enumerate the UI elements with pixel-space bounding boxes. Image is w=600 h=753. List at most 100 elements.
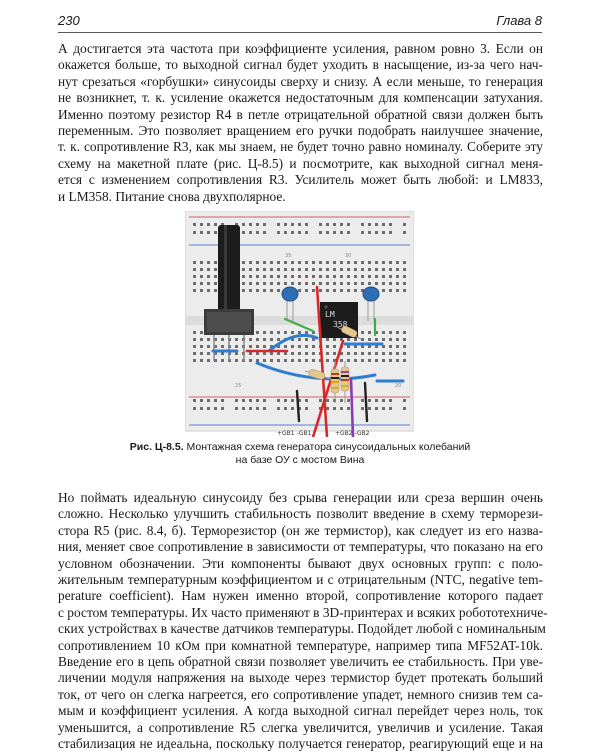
breadboard-hole bbox=[375, 359, 378, 362]
breadboard-hole bbox=[340, 282, 343, 285]
breadboard-hole bbox=[270, 282, 273, 285]
breadboard-hole bbox=[403, 331, 406, 334]
breadboard-hole bbox=[298, 338, 301, 341]
jumper-wire bbox=[349, 377, 355, 439]
breadboard-hole bbox=[270, 268, 273, 271]
breadboard-hole bbox=[249, 359, 252, 362]
breadboard-hole bbox=[375, 331, 378, 334]
breadboard-hole bbox=[249, 231, 252, 234]
breadboard-hole bbox=[340, 223, 343, 226]
breadboard-hole bbox=[277, 352, 280, 355]
breadboard-hole bbox=[256, 261, 259, 264]
breadboard-hole bbox=[242, 223, 245, 226]
breadboard-hole bbox=[249, 261, 252, 264]
breadboard-hole bbox=[298, 359, 301, 362]
breadboard-hole bbox=[284, 345, 287, 348]
breadboard-hole bbox=[193, 345, 196, 348]
breadboard-hole bbox=[354, 338, 357, 341]
breadboard-hole bbox=[193, 399, 196, 402]
breadboard-hole bbox=[200, 223, 203, 226]
breadboard-hole bbox=[284, 231, 287, 234]
breadboard-hole bbox=[249, 223, 252, 226]
breadboard-hole bbox=[375, 223, 378, 226]
breadboard-hole bbox=[207, 407, 210, 410]
breadboard-hole bbox=[263, 289, 266, 292]
breadboard-hole bbox=[277, 275, 280, 278]
breadboard-diagram: 35 30 25 20 bbox=[184, 210, 415, 439]
jumper-wire bbox=[267, 333, 319, 353]
capacitor bbox=[362, 286, 380, 321]
text-line: А достигается эта частота при коэффициен… bbox=[58, 41, 543, 56]
breadboard-hole bbox=[249, 352, 252, 355]
breadboard-hole bbox=[382, 407, 385, 410]
breadboard-hole bbox=[200, 331, 203, 334]
breadboard-hole bbox=[361, 338, 364, 341]
breadboard-hole bbox=[354, 352, 357, 355]
breadboard-hole bbox=[277, 359, 280, 362]
breadboard-hole bbox=[207, 275, 210, 278]
breadboard-hole bbox=[207, 289, 210, 292]
breadboard-hole bbox=[263, 345, 266, 348]
breadboard-hole bbox=[277, 289, 280, 292]
breadboard-hole bbox=[270, 261, 273, 264]
breadboard-hole bbox=[396, 345, 399, 348]
breadboard-hole bbox=[375, 407, 378, 410]
breadboard-hole bbox=[284, 359, 287, 362]
breadboard-hole bbox=[242, 399, 245, 402]
breadboard-hole bbox=[382, 223, 385, 226]
breadboard-hole bbox=[312, 282, 315, 285]
breadboard-hole bbox=[333, 261, 336, 264]
breadboard-hole bbox=[221, 359, 224, 362]
breadboard-hole bbox=[382, 345, 385, 348]
breadboard-hole bbox=[333, 275, 336, 278]
breadboard-hole bbox=[347, 352, 350, 355]
breadboard-hole bbox=[200, 338, 203, 341]
breadboard-hole bbox=[207, 261, 210, 264]
breadboard-hole bbox=[221, 352, 224, 355]
capacitor bbox=[281, 286, 299, 321]
breadboard-hole bbox=[305, 231, 308, 234]
breadboard-hole bbox=[326, 231, 329, 234]
breadboard-hole bbox=[389, 268, 392, 271]
breadboard-hole bbox=[207, 352, 210, 355]
breadboard-hole bbox=[389, 407, 392, 410]
breadboard-hole bbox=[382, 282, 385, 285]
breadboard-hole bbox=[193, 275, 196, 278]
breadboard-hole bbox=[389, 275, 392, 278]
breadboard-hole bbox=[200, 352, 203, 355]
breadboard-hole bbox=[298, 289, 301, 292]
breadboard-hole bbox=[291, 352, 294, 355]
breadboard-hole bbox=[361, 268, 364, 271]
breadboard-hole bbox=[200, 275, 203, 278]
breadboard-hole bbox=[207, 359, 210, 362]
breadboard-hole bbox=[382, 352, 385, 355]
breadboard-hole bbox=[326, 289, 329, 292]
text-line: Введение его в цепь обратной связи позво… bbox=[58, 654, 543, 670]
breadboard-hole bbox=[214, 282, 217, 285]
breadboard-hole bbox=[403, 352, 406, 355]
breadboard-hole bbox=[235, 338, 238, 341]
breadboard-hole bbox=[193, 231, 196, 234]
text-line: т. к. сопротивление R3, как мы знаем, не… bbox=[58, 139, 543, 155]
breadboard-hole bbox=[298, 261, 301, 264]
breadboard-hole bbox=[242, 261, 245, 264]
breadboard-hole bbox=[235, 407, 238, 410]
breadboard-hole bbox=[382, 399, 385, 402]
breadboard-hole bbox=[396, 275, 399, 278]
breadboard-hole bbox=[368, 352, 371, 355]
breadboard-hole bbox=[333, 345, 336, 348]
breadboard-hole bbox=[333, 352, 336, 355]
breadboard-hole bbox=[298, 231, 301, 234]
breadboard-hole bbox=[263, 231, 266, 234]
breadboard-hole bbox=[277, 261, 280, 264]
breadboard-hole bbox=[396, 261, 399, 264]
breadboard-hole bbox=[270, 359, 273, 362]
breadboard-hole bbox=[354, 345, 357, 348]
breadboard-hole bbox=[319, 289, 322, 292]
breadboard-hole bbox=[242, 268, 245, 271]
breadboard-hole bbox=[368, 407, 371, 410]
breadboard-hole bbox=[382, 231, 385, 234]
breadboard-hole bbox=[305, 399, 308, 402]
text-line: Именно поэтому резистор R4 в петле отриц… bbox=[58, 106, 543, 122]
breadboard-hole bbox=[249, 345, 252, 348]
